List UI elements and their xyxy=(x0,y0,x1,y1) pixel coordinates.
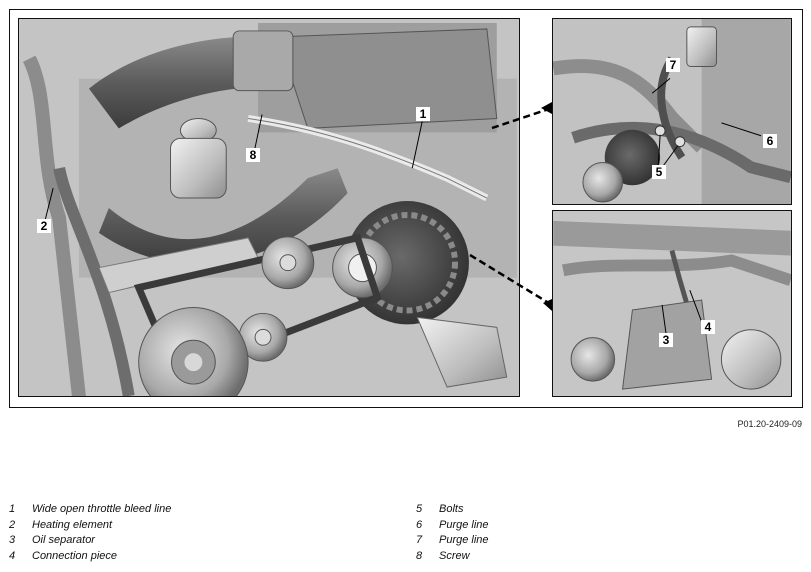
callout-5: 5 xyxy=(652,165,666,179)
legend-item-number: 8 xyxy=(416,549,423,562)
detail-view-top xyxy=(552,18,792,205)
legend-item: 7 Purge line xyxy=(416,534,489,550)
legend-item-label: Purge line xyxy=(439,518,489,531)
legend-item-label: Oil separator xyxy=(32,534,95,546)
legend-item: 6 Purge line xyxy=(416,519,489,535)
callout-8: 8 xyxy=(246,148,260,162)
legend-item-label: Connection piece xyxy=(32,549,118,562)
legend-item-label: Bolts xyxy=(439,503,464,515)
legend-item-label: Heating element xyxy=(32,518,113,531)
legend-item-number: 5 xyxy=(416,503,423,515)
callout-4: 4 xyxy=(701,320,715,334)
legend-item-label: Purge line xyxy=(439,534,489,546)
legend-item-number: 4 xyxy=(9,549,16,562)
engine-main-view xyxy=(18,18,520,397)
legend-item-number: 1 xyxy=(9,503,16,515)
legend-item: 5 Bolts xyxy=(416,503,489,519)
figure-code: P01.20-2409-09 xyxy=(737,419,802,429)
legend-item-number: 6 xyxy=(416,518,423,531)
legend-item: 4 Connection piece xyxy=(9,550,171,566)
detail-bottom-illustration xyxy=(553,211,791,396)
detail-top-illustration xyxy=(553,19,791,204)
callout-2: 2 xyxy=(37,219,51,233)
legend-item-label: Wide open throttle bleed line xyxy=(32,503,172,515)
legend-item-number: 7 xyxy=(416,534,423,546)
callout-3: 3 xyxy=(659,333,673,347)
legend-left-column: 1 Wide open throttle bleed line 2 Heating … xyxy=(9,503,171,565)
legend-item: 2 Heating element xyxy=(9,519,171,535)
callout-6: 6 xyxy=(763,134,777,148)
engine-illustration xyxy=(19,19,519,396)
callout-7: 7 xyxy=(666,58,680,72)
legend-item-label: Screw xyxy=(439,549,470,562)
legend-item: 8 Screw xyxy=(416,550,489,566)
legend-item: 3 Oil separator xyxy=(9,534,171,550)
legend-item-number: 2 xyxy=(9,518,16,531)
legend-item-number: 3 xyxy=(9,534,16,546)
legend-item: 1 Wide open throttle bleed line xyxy=(9,503,171,519)
detail-view-bottom xyxy=(552,210,792,397)
callout-1: 1 xyxy=(416,107,430,121)
